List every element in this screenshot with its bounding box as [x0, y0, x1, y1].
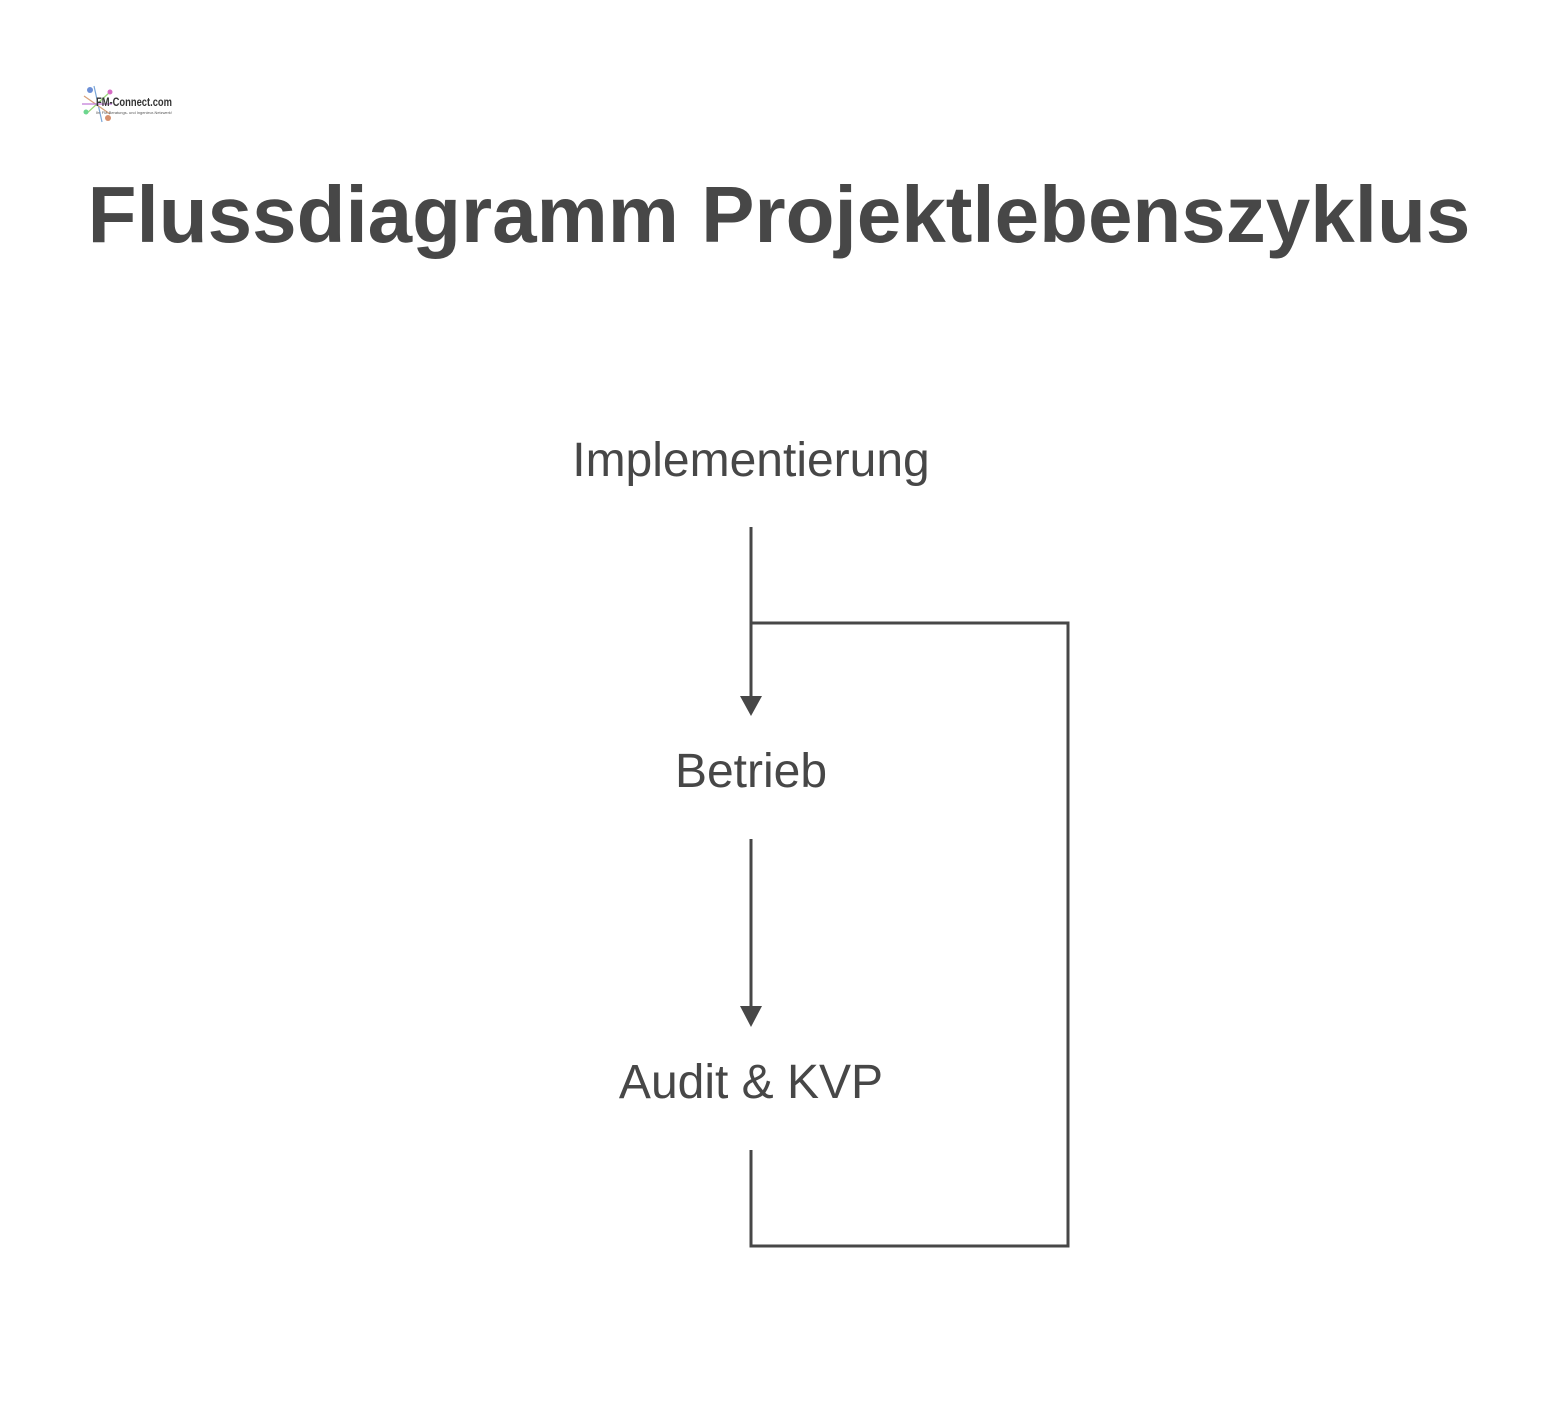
- edge-betrieb-to-audit: [740, 839, 762, 1027]
- page-title: Flussdiagramm Projektlebenszyklus: [87, 170, 1471, 259]
- logo-tagline: Ihr FM-Beratungs- und Ingenieur-Netzwerk…: [96, 110, 172, 115]
- node-audit-kvp: Audit & KVP: [619, 1056, 883, 1109]
- arrowhead-icon: [740, 1006, 762, 1027]
- edge-implementierung-to-betrieb: [740, 527, 762, 716]
- node-betrieb: Betrieb: [675, 745, 827, 798]
- edge-audit-loop-to-betrieb: [749, 621, 1070, 1248]
- logo-brand-text: FM-Connect.com: [96, 95, 172, 109]
- arrowhead-icon: [740, 696, 762, 716]
- logo-starburst-icon: [82, 85, 113, 123]
- node-implementierung: Implementierung: [572, 434, 930, 487]
- fm-connect-logo: FM-Connect.com Ihr FM-Beratungs- und Ing…: [82, 85, 172, 123]
